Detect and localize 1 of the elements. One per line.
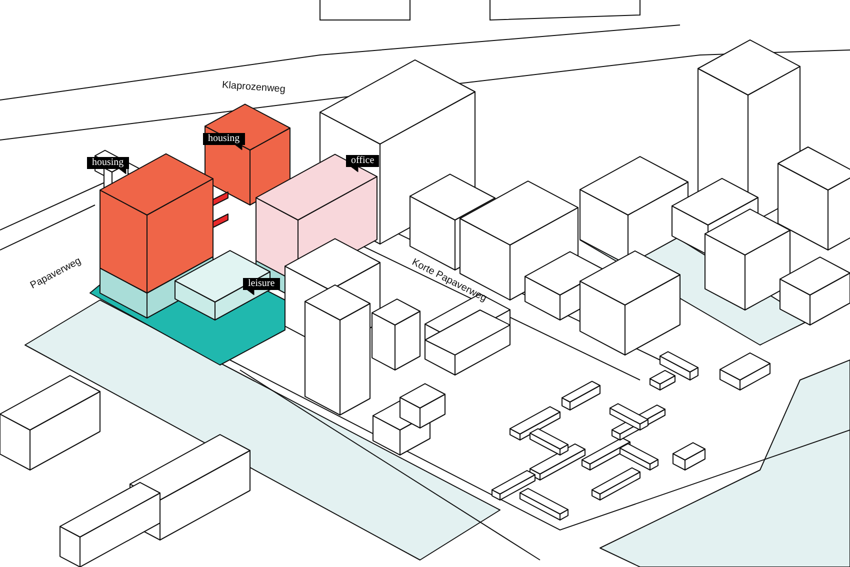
street-name: Klaprozenweg	[222, 80, 286, 96]
